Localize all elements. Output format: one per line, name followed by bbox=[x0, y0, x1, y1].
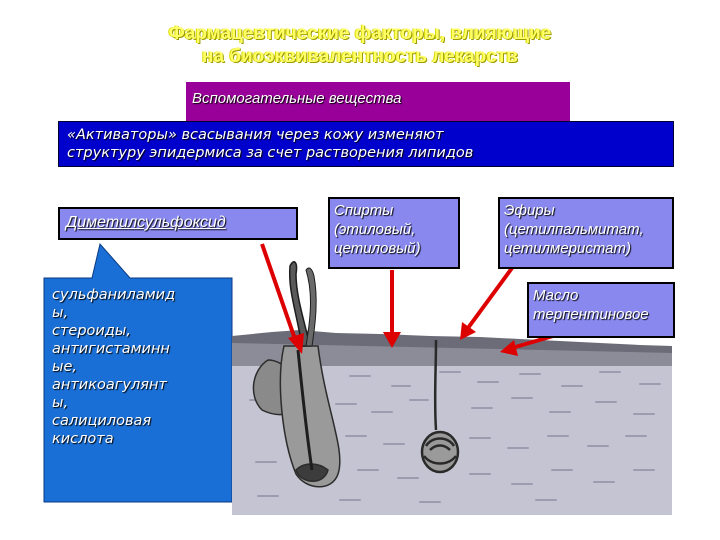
hair-follicle bbox=[252, 345, 341, 488]
callout-line: ые, bbox=[52, 359, 77, 375]
excipients-header: Вспомогательные вещества bbox=[186, 82, 570, 121]
penetration-arrows bbox=[260, 243, 561, 356]
callout-line: антигистаминн bbox=[52, 341, 170, 357]
stratum-corneum bbox=[232, 330, 672, 353]
oil-line-2: терпентиновое bbox=[533, 306, 649, 323]
alcohols-line-1: Спирты bbox=[334, 202, 394, 219]
hair-shaft bbox=[288, 261, 311, 347]
esters-box: Эфиры (цетилпальмитат, цетилмеристат) bbox=[498, 197, 674, 269]
activators-banner: «Активаторы» всасывания через кожу измен… bbox=[58, 121, 674, 167]
callout-line: антикоагулянт bbox=[52, 377, 167, 393]
activators-line-2: структуру эпидермиса за счет растворения… bbox=[67, 145, 474, 161]
arrow-alcohols bbox=[383, 270, 401, 348]
sweat-gland bbox=[420, 339, 460, 474]
hair-shaft-2 bbox=[305, 267, 317, 347]
arrow-dmso bbox=[260, 243, 304, 354]
esters-line-3: цетилмеристат) bbox=[504, 240, 632, 257]
title-line-1: Фармацевтические факторы, влияющие bbox=[168, 23, 552, 44]
callout-bubble bbox=[43, 242, 233, 503]
title-line-2: на биоэквивалентность лекарств bbox=[202, 46, 518, 67]
esters-line-2: (цетилпальмитат, bbox=[504, 221, 644, 238]
callout-line: ы, bbox=[52, 395, 69, 411]
turpentine-oil-box: Масло терпентиновое bbox=[527, 282, 675, 338]
callout-line: стероиды, bbox=[52, 323, 131, 339]
callout-line: салициловая bbox=[52, 413, 152, 429]
arrow-esters bbox=[460, 266, 514, 340]
callout-line: кислота bbox=[52, 431, 114, 447]
page-title: Фармацевтические факторы, влияющие на би… bbox=[0, 22, 720, 68]
dmso-box: Диметилсульфоксид bbox=[58, 207, 298, 240]
excipients-header-label: Вспомогательные вещества bbox=[192, 90, 402, 107]
activators-line-1: «Активаторы» всасывания через кожу измен… bbox=[67, 127, 444, 143]
callout-line: ы, bbox=[52, 305, 69, 321]
esters-line-1: Эфиры bbox=[504, 202, 555, 219]
callout-line: сульфаниламид bbox=[52, 287, 176, 303]
oil-line-1: Масло bbox=[533, 287, 579, 304]
alcohols-line-2: (этиловый, bbox=[334, 221, 416, 238]
alcohols-box: Спирты (этиловый, цетиловый) bbox=[328, 197, 460, 269]
alcohols-line-3: цетиловый) bbox=[334, 240, 421, 257]
dmso-label: Диметилсульфоксид bbox=[66, 214, 226, 231]
callout-text: сульфаниламид ы, стероиды, антигистаминн… bbox=[52, 286, 232, 448]
